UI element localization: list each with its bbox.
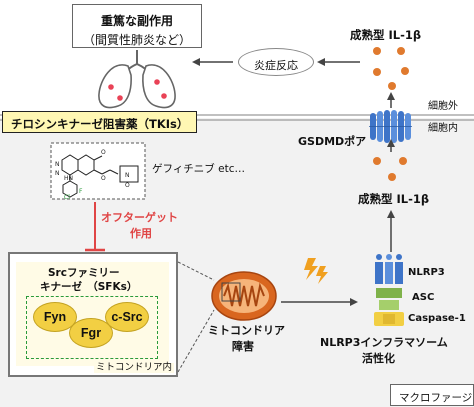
side-effects-box: 重篤な副作用 （間質性肺炎など）	[72, 4, 202, 48]
svg-text:N: N	[55, 170, 60, 177]
gefitinib-structure-icon: N N HN F Cl O O N O	[50, 142, 146, 201]
svg-text:O: O	[125, 182, 130, 189]
tki-label: チロシンキナーゼ阻害薬（TKIs）	[2, 111, 197, 133]
caspase-component-label: Caspase-1	[408, 313, 466, 324]
asc-component-label: ASC	[412, 292, 435, 303]
svg-text:N: N	[55, 161, 60, 168]
nlrp3-inflammasome-icon	[374, 254, 404, 326]
arrow-to-lungs	[192, 58, 233, 66]
intracellular-label: 細胞内	[428, 123, 458, 134]
side-effects-subtitle: （間質性肺炎など）	[82, 33, 191, 47]
svg-text:O: O	[101, 175, 106, 182]
mature-il1b-intracellular-label: 成熟型 IL-1β	[358, 192, 430, 206]
lightning-icon	[304, 258, 328, 284]
arrow-to-il1b	[387, 139, 395, 152]
svg-text:HN: HN	[64, 175, 73, 182]
lungs-icon	[98, 50, 176, 109]
nlrp3-activation-label-line2: 活性化	[362, 352, 395, 365]
mature-il1b-extracellular-label: 成熟型 IL-1β	[350, 28, 422, 42]
svg-text:N: N	[125, 172, 130, 179]
side-effects-title: 重篤な副作用	[100, 14, 173, 28]
extracellular-label: 細胞外	[428, 101, 458, 112]
arrow-to-inflammasome	[281, 298, 358, 306]
inflammation-label: 炎症反応	[238, 48, 314, 76]
gsdmd-pore-icon	[369, 110, 412, 143]
il1b-intracellular-dots	[373, 157, 407, 181]
nlrp3-activation-label-line1: NLRP3インフラマソーム	[320, 336, 448, 349]
src-family-label-line2: キナーゼ （SFKs）	[40, 281, 138, 293]
svg-text:O: O	[101, 149, 106, 156]
macrophage-label: マクロファージ	[390, 384, 474, 406]
arrow-through-pore	[387, 92, 395, 108]
mitochondrion-icon	[211, 271, 277, 321]
mito-damage-label-line1: ミトコンドリア	[208, 324, 285, 337]
svg-text:Cl: Cl	[64, 194, 70, 201]
kinase-c-src: c-Src	[105, 302, 149, 332]
mitochondria-inside-label: ミトコンドリア内	[94, 362, 175, 373]
gsdmd-pore-label: GSDMDポア	[298, 135, 367, 148]
off-target-label-line1: オフターゲット	[101, 211, 178, 224]
src-family-label-line1: Srcファミリー	[48, 267, 120, 279]
svg-text:F: F	[79, 188, 83, 195]
zoom-connector-lines	[177, 261, 215, 373]
off-target-label-line2: 作用	[130, 227, 152, 240]
il1b-extracellular-dots	[373, 47, 409, 90]
arrow-to-inflammation	[317, 58, 360, 66]
inhibition-arrow	[85, 202, 105, 252]
nlrp3-component-label: NLRP3	[408, 267, 445, 278]
drug-label: ゲフィチニブ etc…	[152, 163, 245, 175]
mitochondria-inside-region	[26, 296, 158, 359]
mito-damage-label-line2: 障害	[232, 340, 254, 353]
arrow-from-inflammasome	[387, 210, 395, 252]
kinase-fgr: Fgr	[69, 318, 113, 348]
